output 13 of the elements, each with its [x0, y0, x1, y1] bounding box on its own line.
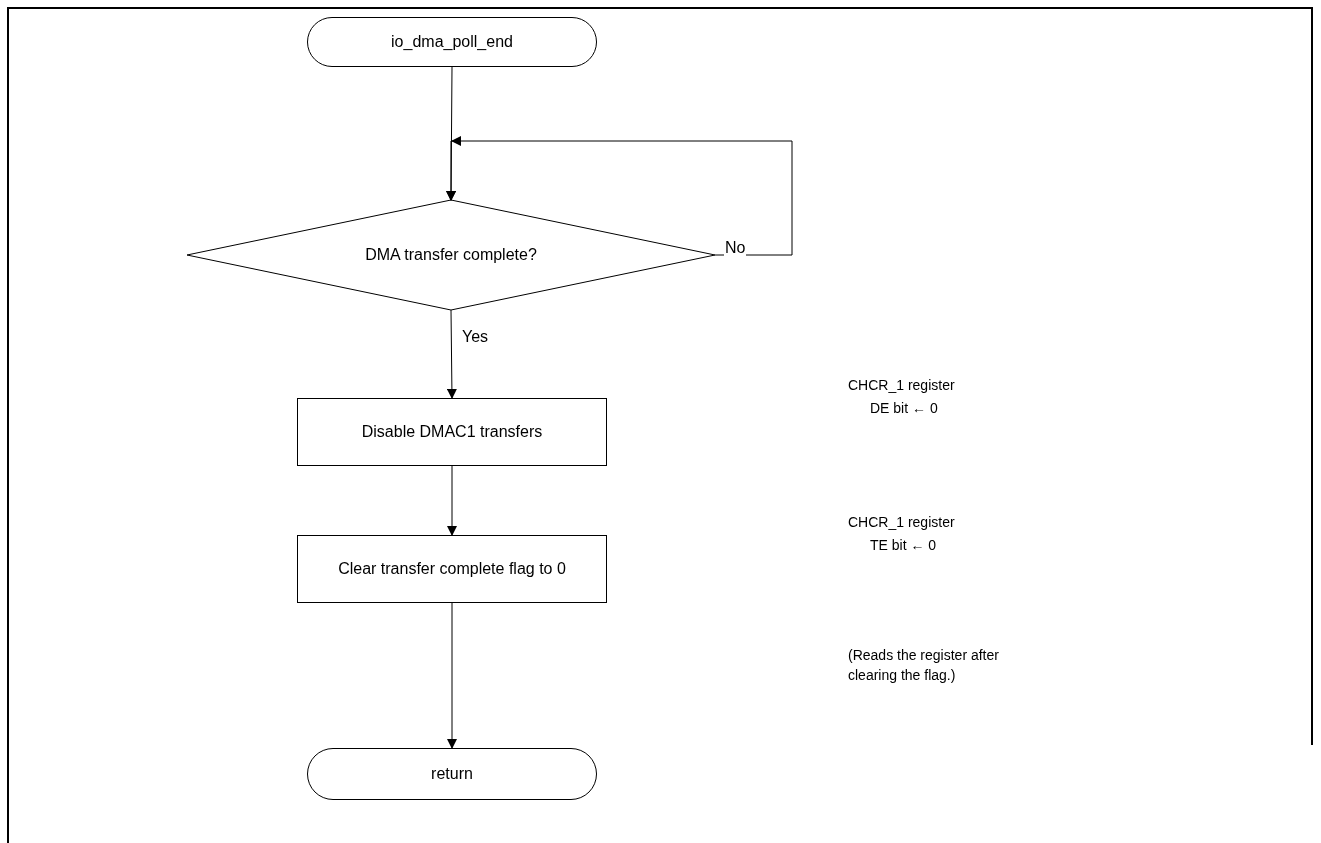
process-box — [297, 535, 607, 603]
node-text: Disable DMAC1 transfers — [361, 422, 543, 442]
register-note: TE bit ← 0 — [870, 536, 938, 555]
register-note: CHCR_1 register — [848, 513, 956, 532]
node-text: io_dma_poll_end — [391, 32, 513, 52]
process-box — [297, 398, 607, 466]
note-text: (Reads the register after clearing the flag.) — [848, 646, 1000, 685]
node-text: Clear transfer complete flag to 0 — [338, 559, 566, 579]
register-note: CHCR_1 register — [848, 376, 956, 395]
terminal-pill — [307, 17, 597, 67]
node-text: DMA transfer complete? — [365, 245, 537, 265]
node-text: return — [431, 764, 473, 784]
register-note: DE bit ← 0 — [870, 399, 939, 418]
